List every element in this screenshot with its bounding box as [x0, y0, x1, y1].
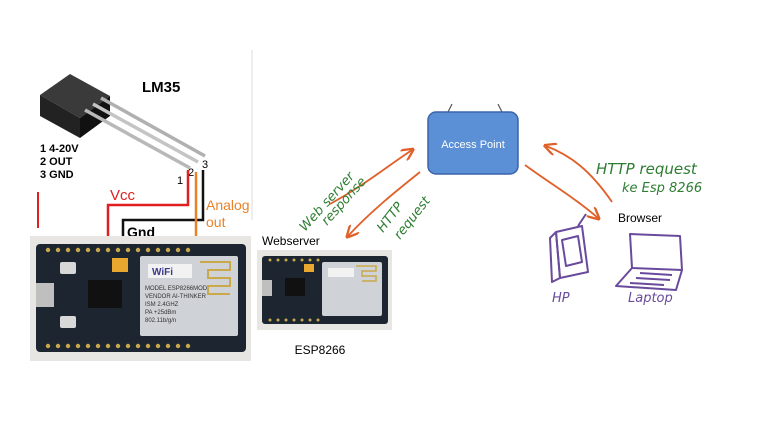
pin-number-1: 1	[177, 175, 183, 187]
pin-number-2: 2	[188, 167, 194, 179]
module-text-1: MODEL ESP8266MOD	[145, 286, 208, 292]
esp8266-board-large: WiFi MODEL ESP8266MOD VENDOR AI-THINKER …	[30, 236, 251, 361]
pin-list: 1 4-20V 2 OUT 3 GND	[40, 143, 79, 181]
pin-2-label: 2 OUT	[40, 156, 73, 168]
pin-3-label: 3 GND	[40, 169, 74, 181]
laptop-label: Laptop	[628, 291, 673, 306]
arrow-ap-to-devices	[524, 164, 598, 218]
vcc-label: Vcc	[110, 187, 136, 204]
sensor-wires	[37, 170, 205, 244]
access-point-label: Access Point	[441, 139, 505, 151]
board-chip-wifi-text: WiFi	[152, 267, 173, 278]
module-text-2: VENDOR AI-THINKER	[145, 294, 207, 300]
esp8266-board-small	[257, 250, 392, 330]
note-http-request-browser-line2: ke Esp 8266	[622, 181, 702, 196]
note-http-request-browser-line1: HTTP request	[596, 160, 698, 178]
network-arrows	[329, 146, 613, 236]
esp8266-label: ESP8266	[295, 343, 346, 357]
sensor-title: LM35	[142, 79, 180, 96]
access-point-box	[427, 103, 519, 175]
module-text-4: PA +25dBm	[145, 310, 176, 316]
laptop-icon	[615, 233, 683, 291]
module-text-5: 802.11b/g/n	[145, 318, 176, 324]
browser-label: Browser	[618, 211, 662, 225]
hp-label: HP	[552, 291, 570, 306]
phone-icon	[549, 213, 589, 283]
arrow-request-to-webserver	[348, 171, 421, 236]
analog-out-label-line1: Analog	[206, 197, 250, 213]
lm35-sensor	[40, 74, 206, 170]
arrow-browser-to-ap	[546, 146, 613, 203]
arrow-response-to-ap	[329, 150, 412, 205]
pin-1-label: 1 4-20V	[40, 143, 79, 155]
webserver-label: Webserver	[262, 234, 320, 248]
module-text-3: ISM 2.4GHZ	[145, 302, 179, 308]
analog-out-label-line2: out	[206, 214, 226, 230]
pin-number-3: 3	[202, 159, 208, 171]
